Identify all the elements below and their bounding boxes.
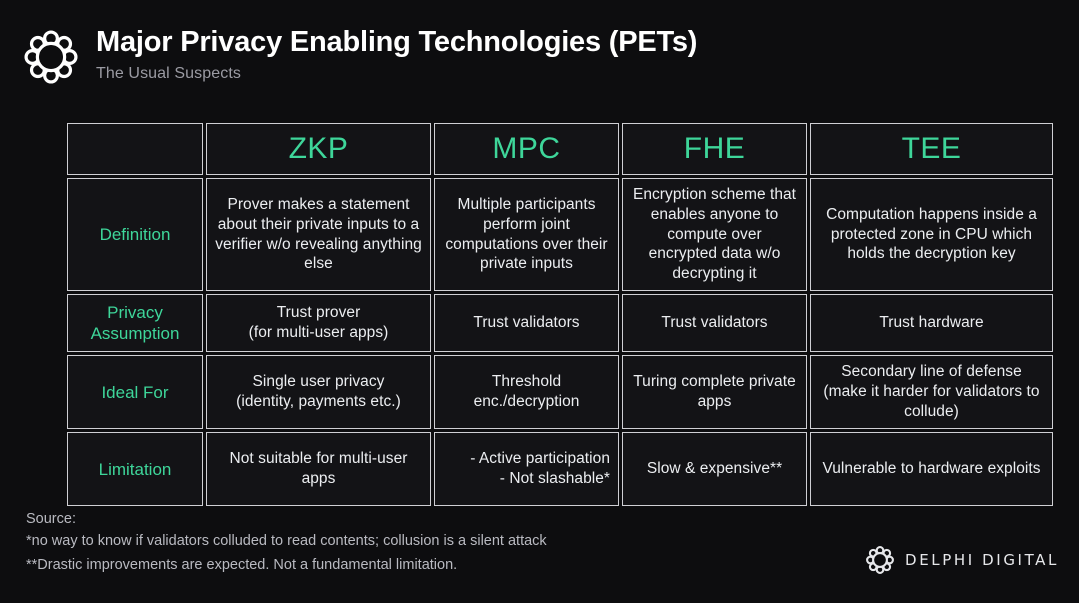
cell-privacy-zkp: Trust prover(for multi-user apps)	[206, 294, 431, 353]
column-header-zkp: ZKP	[206, 123, 431, 175]
table-header-row: ZKP MPC FHE TEE	[67, 123, 1053, 175]
delphi-knot-logo-icon	[22, 28, 80, 86]
pets-comparison-table-wrap: ZKP MPC FHE TEE Definition Prover makes …	[64, 120, 1053, 509]
row-header-definition: Definition	[67, 178, 203, 292]
cell-ideal-mpc: Threshold enc./decryption	[434, 355, 619, 430]
pets-comparison-table: ZKP MPC FHE TEE Definition Prover makes …	[64, 120, 1056, 509]
table-row: Privacy Assumption Trust prover(for mult…	[67, 294, 1053, 353]
cell-privacy-tee: Trust hardware	[810, 294, 1053, 353]
cell-definition-zkp: Prover makes a statement about their pri…	[206, 178, 431, 292]
cell-ideal-tee: Secondary line of defense (make it harde…	[810, 355, 1053, 430]
column-header-tee: TEE	[810, 123, 1053, 175]
footnote-double-asterisk: **Drastic improvements are expected. Not…	[26, 556, 458, 573]
cell-limitation-mpc: - Active participation- Not slashable*	[434, 432, 619, 507]
delphi-digital-brand: DELPHI DIGITAL	[865, 545, 1059, 575]
delphi-knot-logo-icon	[865, 545, 895, 575]
table-row: Limitation Not suitable for multi-user a…	[67, 432, 1053, 507]
row-header-ideal-for: Ideal For	[67, 355, 203, 430]
table-row: Ideal For Single user privacy(identity, …	[67, 355, 1053, 430]
title-block: Major Privacy Enabling Technologies (PET…	[96, 24, 697, 83]
column-header-fhe: FHE	[622, 123, 807, 175]
column-header-mpc: MPC	[434, 123, 619, 175]
slide-header: Major Privacy Enabling Technologies (PET…	[0, 0, 1079, 100]
cell-definition-mpc: Multiple participants perform joint comp…	[434, 178, 619, 292]
footer-notes: Source: *no way to know if validators co…	[26, 508, 1056, 577]
cell-limitation-fhe: Slow & expensive**	[622, 432, 807, 507]
footnote-single-asterisk: *no way to know if validators colluded t…	[26, 533, 547, 550]
cell-ideal-zkp: Single user privacy(identity, payments e…	[206, 355, 431, 430]
cell-definition-fhe: Encryption scheme that enables anyone to…	[622, 178, 807, 292]
table-row: Definition Prover makes a statement abou…	[67, 178, 1053, 292]
row-header-limitation: Limitation	[67, 432, 203, 507]
table-corner-cell	[67, 123, 203, 175]
row-header-privacy-assumption: Privacy Assumption	[67, 294, 203, 353]
cell-ideal-fhe: Turing complete private apps	[622, 355, 807, 430]
source-label: Source:	[26, 511, 76, 527]
cell-limitation-tee: Vulnerable to hardware exploits	[810, 432, 1053, 507]
page-subtitle: The Usual Suspects	[96, 65, 241, 83]
page-title: Major Privacy Enabling Technologies (PET…	[96, 26, 698, 58]
delphi-wordmark: DELPHI DIGITAL	[905, 551, 1059, 569]
cell-privacy-mpc: Trust validators	[434, 294, 619, 353]
cell-definition-tee: Computation happens inside a protected z…	[810, 178, 1053, 292]
cell-privacy-fhe: Trust validators	[622, 294, 807, 353]
cell-limitation-zkp: Not suitable for multi-user apps	[206, 432, 431, 507]
